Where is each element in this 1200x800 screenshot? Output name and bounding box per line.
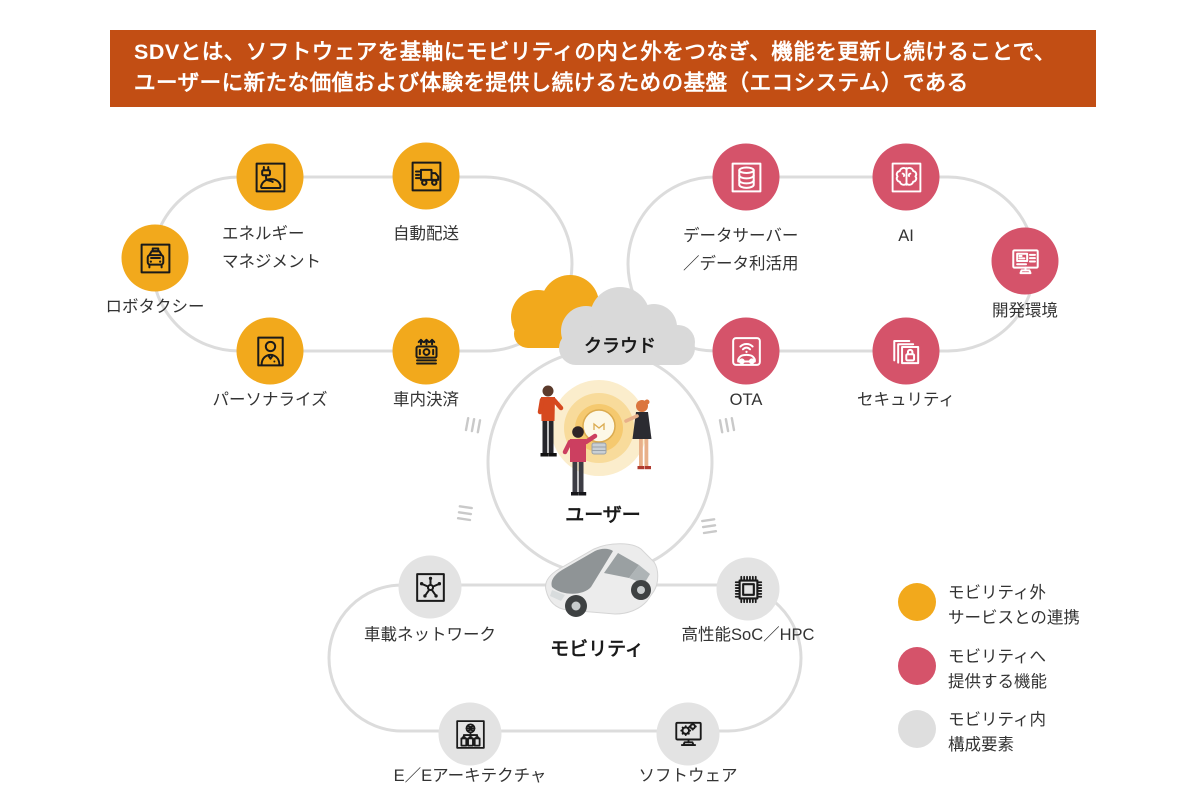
legend-swatch-pink [898,647,936,685]
user-label: ユーザー [565,505,641,526]
node-personalize [236,317,304,385]
node-label-delivery: 自動配送 [393,225,459,243]
rotation-arrow [701,518,718,535]
node-soc [716,557,780,621]
car-wifi-icon [726,331,766,371]
legend-label: モビリティへ 提供する機能 [948,648,1047,691]
network-icon [410,567,450,607]
outside-service-loop [150,175,574,353]
ev-plug-icon [250,157,290,197]
node-ee [438,702,502,766]
light-bulb-icon [582,409,616,455]
car-illustration [545,543,659,617]
chip-icon [728,569,768,609]
node-label-ee: E／Eアーキテクチャ [393,767,547,785]
legend-swatch-yellow [898,583,936,621]
node-software [656,702,720,766]
money-icon [406,331,446,371]
node-label-payment: 車内決済 [393,391,459,409]
node-label-software: ソフトウェア [638,767,738,785]
node-label-energy: エネルギー マネジメント [222,225,321,271]
cloud-label: クラウド [584,336,656,356]
database-icon [726,157,766,197]
legend-item-outside-service: モビリティ外 サービスとの連携 [898,583,1080,631]
cloud-illustration [511,275,695,365]
node-devenv [991,227,1059,295]
legend-label: モビリティ外 サービスとの連携 [948,584,1080,627]
dev-monitor-icon [1005,241,1045,281]
node-security [872,317,940,385]
delivery-truck-icon [406,156,446,196]
rotation-arrow [464,416,482,434]
node-label-security: セキュリティ [856,391,956,409]
rotation-arrow [718,416,736,434]
lock-icon [886,331,926,371]
node-label-ota: OTA [729,391,763,409]
taxi-icon [135,238,175,278]
node-dataserver [712,143,780,211]
rotation-arrow [456,505,473,522]
node-label-dataserver: データサーバー ／データ利活用 [683,227,799,273]
node-delivery [392,142,460,210]
node-label-soc: 高性能SoC／HPC [681,626,815,644]
rotation-arrows [456,416,736,535]
person-icon [250,331,290,371]
node-ota [712,317,780,385]
legend-label: モビリティ内 構成要素 [948,711,1047,754]
legend-item-inside-component: モビリティ内 構成要素 [898,710,1046,758]
brain-icon [886,157,926,197]
node-label-ai: AI [898,227,914,245]
node-label-network: 車載ネットワーク [364,626,496,644]
cloud-front-gray [559,287,695,365]
node-network [398,555,462,619]
person-center [562,426,598,496]
software-monitor-icon [668,714,708,754]
node-energy [236,143,304,211]
mobility-label: モビリティ [550,639,644,660]
node-payment [392,317,460,385]
node-ai [872,143,940,211]
banner-title: SDVとは、ソフトウェアを基軸にモビリティの内と外をつなぎ、機能を更新し続けるこ… [110,30,1096,107]
node-label-devenv: 開発環境 [992,302,1058,320]
user-illustration [537,380,652,496]
person-left [537,385,564,457]
node-robotaxi [121,224,189,292]
legend-item-provided-function: モビリティへ 提供する機能 [898,647,1047,695]
ee-architecture-icon [450,714,490,754]
person-right [624,399,652,470]
node-label-robotaxi: ロボタクシー [105,298,205,316]
node-label-personalize: パーソナライズ [212,391,328,409]
legend-swatch-gray [898,710,936,748]
